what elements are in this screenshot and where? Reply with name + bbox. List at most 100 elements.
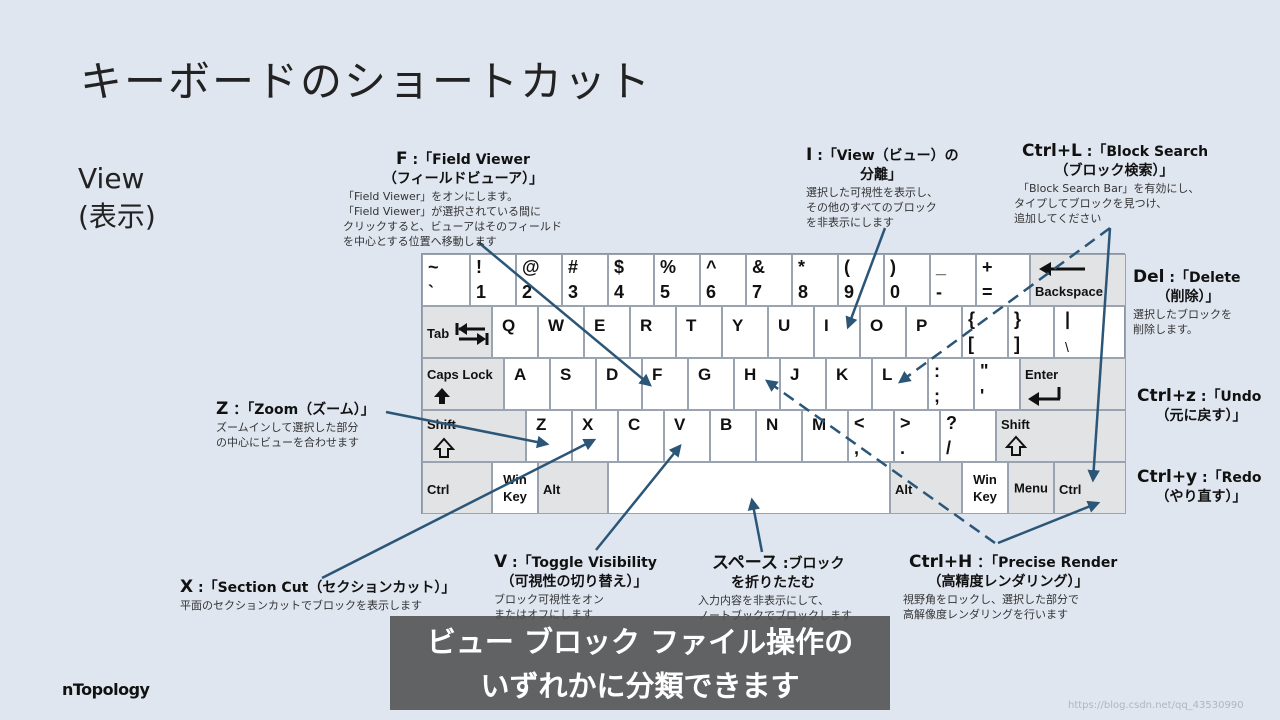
key-top: < <box>854 413 865 433</box>
annotation-desc: 入力内容を非表示にして、 <box>698 594 830 607</box>
annotation-precise-render: Ctrl+H ：「Precise Render （高精度レンダリング）」 視野角… <box>903 553 1133 622</box>
annotation-desc: 高解像度レンダリングを行います <box>903 608 1068 621</box>
annotation-title-2: （高精度レンダリング）」 <box>927 574 1089 590</box>
key-enter: Enter <box>1020 358 1126 410</box>
arrow-ctrl-h-to-ctrl <box>997 500 1101 545</box>
key-label: N <box>766 415 779 434</box>
key-label: F <box>652 365 663 384</box>
key-label: A <box>514 365 527 384</box>
annotation-desc: を中心とする位置へ移動します <box>343 235 497 248</box>
subtitle-line-2: いずれかに分類できます <box>480 669 800 703</box>
annotation-sep: : <box>782 556 789 572</box>
key-bottom: 2 <box>522 282 533 302</box>
annotation-title: Ctrl+z :「Undo <box>1137 387 1277 407</box>
annotation-name: 「Zoom（ズーム）」 <box>247 402 375 418</box>
annotation-name: 「Section Cut（セクションカット）」 <box>203 580 456 596</box>
key-label: V <box>674 415 686 434</box>
key-t: T <box>676 306 722 358</box>
key-label: Ctrl <box>427 482 450 497</box>
annotation-key: Z <box>216 399 229 419</box>
key-label: L <box>882 365 893 384</box>
annotation-delete: Del :「Delete （削除）」 選択したブロックを 削除します。 <box>1133 268 1273 337</box>
annotation-desc: 追加してください <box>1014 212 1102 225</box>
annotation-title: I :「View（ビュー）の <box>806 146 976 166</box>
key-top: ! <box>476 257 482 277</box>
arrow-v <box>595 444 682 551</box>
annotation-title: X :「Section Cut（セクションカット）」 <box>180 578 480 598</box>
tab-icon <box>455 323 489 345</box>
annotation-title: Ctrl+y :「Redo <box>1137 468 1277 488</box>
key-top: * <box>798 257 806 277</box>
key-bottom: 0 <box>890 282 901 302</box>
key-bottom: 3 <box>568 282 579 302</box>
annotation-key: Ctrl+y <box>1137 467 1198 487</box>
annotation-title-2: （フィールドビューア）」 <box>382 171 544 187</box>
section-heading-en: View <box>78 162 145 195</box>
annotation-desc: ブロック可視性をオン <box>494 593 604 606</box>
key-label: X <box>582 415 594 434</box>
arrow-f <box>477 241 652 387</box>
key-alt-left: Alt <box>538 462 608 514</box>
key-0: )0 <box>884 254 930 306</box>
annotation-title-2: （可視性の切り替え）」 <box>500 574 648 590</box>
key-comma: <, <box>848 410 894 462</box>
enter-icon <box>1028 387 1061 406</box>
annotation-title: スペース :ブロック <box>698 554 888 574</box>
annotation-key: Del <box>1133 267 1165 287</box>
key-minus: _- <box>930 254 976 306</box>
annotation-desc: 「Field Viewer」をオンにします。 <box>343 190 519 203</box>
key-label: R <box>640 316 653 335</box>
annotation-title: Del :「Delete <box>1133 268 1273 288</box>
key-alt-right: Alt <box>890 462 962 514</box>
keyboard-diagram: ~` !1 @2 #3 $4 %5 ^6 &7 *8 (9 )0 _- += B… <box>421 253 1126 514</box>
key-bottom: / <box>946 438 952 458</box>
key-space <box>608 462 890 514</box>
arrow-del <box>1087 227 1112 483</box>
annotation-sep: ： <box>233 402 248 418</box>
key-label: B <box>720 415 733 434</box>
key-label: Tab <box>427 326 450 341</box>
annotation-title: Ctrl+L :「Block Search <box>1014 142 1214 162</box>
key-n: N <box>756 410 802 462</box>
key-top: ( <box>844 257 850 277</box>
key-label: T <box>686 316 697 335</box>
key-menu: Menu <box>1008 462 1054 514</box>
key-top: { <box>968 309 976 329</box>
key-top: : <box>934 361 940 381</box>
annotation-undo: Ctrl+z :「Undo （元に戻す）」 <box>1137 387 1277 426</box>
key-top: ? <box>946 413 957 433</box>
key-u: U <box>768 306 814 358</box>
key-label: H <box>744 365 757 384</box>
key-s: S <box>550 358 596 410</box>
key-bottom: ; <box>934 386 940 406</box>
key-label: Z <box>536 415 547 434</box>
annotation-name: 「Field Viewer <box>418 152 530 168</box>
annotation-sep: : <box>1169 270 1175 286</box>
key-label: Shift <box>1001 417 1030 432</box>
annotation-desc: を非表示にします <box>806 216 894 229</box>
key-bottom: ` <box>428 282 434 302</box>
annotation-name: 「Undo <box>1206 389 1262 405</box>
annotation-sep: : <box>817 148 823 164</box>
key-top: } <box>1014 309 1022 329</box>
key-tab: Tab <box>422 306 492 358</box>
key-l: L <box>872 358 928 410</box>
key-shift-right: Shift <box>996 410 1126 462</box>
annotation-sep: : <box>197 580 204 596</box>
key-6: ^6 <box>700 254 746 306</box>
annotation-key: Ctrl+H <box>909 552 973 572</box>
key-label: O <box>870 316 884 335</box>
annotation-title: V :「Toggle Visibility <box>494 553 664 573</box>
key-label: Y <box>732 316 744 335</box>
caps-lock-icon <box>434 388 450 404</box>
annotation-key: Ctrl+z <box>1137 386 1196 406</box>
annotation-desc: 選択した可視性を表示し、 <box>806 186 938 199</box>
key-caps-lock: Caps Lock <box>422 358 504 410</box>
key-bottom: 5 <box>660 282 671 302</box>
annotation-key: F <box>396 149 408 169</box>
annotation-name: 「Delete <box>1174 270 1241 286</box>
key-label: K <box>836 365 849 384</box>
key-r: R <box>630 306 676 358</box>
annotation-title-2: 分離」 <box>860 167 902 183</box>
annotation-field-viewer: F :「Field Viewer （フィールドビューア）」 「Field Vie… <box>343 150 613 249</box>
